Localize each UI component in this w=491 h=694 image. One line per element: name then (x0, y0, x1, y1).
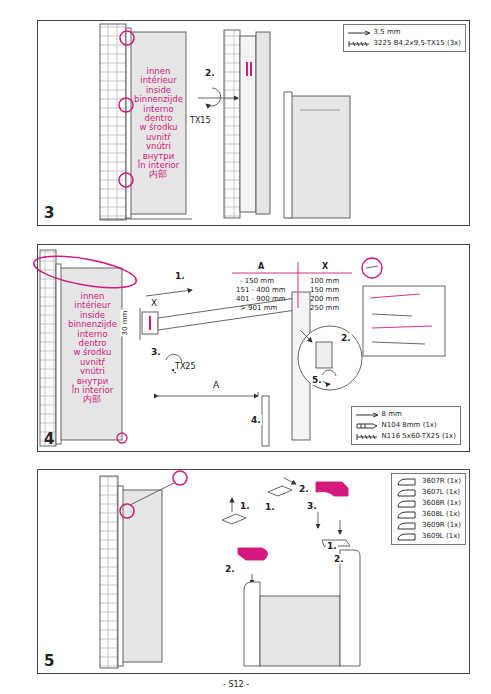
part-row: N116 5x60-TX25 (1x) (355, 431, 456, 442)
inside-text: intérieur (68, 301, 117, 310)
inside-text: În interior (68, 386, 117, 395)
inside-text: 内部 (68, 395, 117, 404)
inside-text: 内部 (134, 170, 183, 179)
part-row: 3607R (1x) (395, 476, 461, 487)
label: 100 mm (310, 276, 339, 286)
part-text: 8 mm (382, 409, 402, 420)
inside-text: intérieur (134, 76, 183, 85)
callout-number: 1. (239, 501, 251, 511)
part-row: 8 mm (355, 409, 456, 420)
part-row: 3608L (1x) (395, 509, 461, 520)
callout-number: 5. (311, 375, 323, 385)
callout-number: 2. (340, 333, 352, 343)
label: A (212, 380, 220, 390)
part-text: 3,5 mm (374, 27, 401, 38)
part-icon (395, 499, 419, 509)
part-icon (355, 421, 379, 431)
part-text: 3225 B4,2x9,5-TX15 (3x) (374, 38, 461, 49)
inside-text: w środku (68, 348, 117, 357)
callout-number: 1. (174, 271, 186, 281)
step-panel: 5 3607R (1x)3607L (1x)3608R (1x)3608L (1x… (37, 469, 470, 674)
inside-text: dentro (68, 339, 117, 348)
part-text: N116 5x60-TX25 (1x) (382, 431, 456, 442)
inside-text: În interior (134, 161, 183, 170)
callout-number: 2. (205, 68, 215, 78)
parts-list: 3,5 mm3225 B4,2x9,5-TX15 (3x) (343, 24, 466, 52)
part-text: 3608R (1x) (422, 498, 461, 509)
callout-number: 4. (250, 415, 262, 425)
part-icon (347, 39, 371, 49)
part-text: N104 8mm (1x) (382, 420, 437, 431)
inside-text: dentro (134, 114, 183, 123)
callout-number: 3. (306, 501, 318, 511)
part-icon (395, 510, 419, 520)
part-icon (347, 28, 371, 38)
parts-list: 3607R (1x)3607L (1x)3608R (1x)3608L (1x)… (391, 473, 466, 545)
part-icon (395, 477, 419, 487)
label: X (150, 298, 158, 308)
part-icon (355, 432, 379, 442)
callout-number: 2. (224, 564, 236, 574)
inside-text: inside (134, 86, 183, 95)
part-row: 3609L (1x) (395, 531, 461, 542)
inside-text: внутри (68, 377, 117, 386)
inside-text: vnútri (134, 142, 183, 151)
label: 150 mm (310, 285, 339, 295)
label: - 150 mm (240, 276, 274, 286)
part-row: 3225 B4,2x9,5-TX15 (3x) (347, 38, 461, 49)
inside-label: innenintérieurinsidebinnenzijdeinternode… (134, 67, 183, 180)
inside-text: uvnitř (68, 358, 117, 367)
label: 250 mm (310, 303, 339, 313)
label: 401 - 900 mm (236, 294, 286, 304)
label: TX15 (190, 116, 211, 126)
part-row: 3609R (1x) (395, 520, 461, 531)
part-text: 3609L (1x) (422, 531, 460, 542)
part-text: 3609R (1x) (422, 520, 461, 531)
label: > 901 mm (240, 303, 277, 313)
inside-text: uvnitř (134, 133, 183, 142)
part-text: 3608L (1x) (422, 509, 460, 520)
part-icon (355, 410, 379, 420)
inside-text: binnenzijde (134, 95, 183, 104)
part-icon (395, 521, 419, 531)
parts-list: 8 mmN104 8mm (1x)N116 5x60-TX25 (1x) (351, 406, 461, 445)
inside-text: w środku (134, 123, 183, 132)
part-text: 3607R (1x) (422, 476, 461, 487)
inside-text: inside (68, 311, 117, 320)
part-row: 3608R (1x) (395, 498, 461, 509)
label: A (258, 262, 264, 272)
label: X (322, 262, 328, 272)
step-panel: 3 innenintérieurinsidebinnenzijdeinternod… (37, 20, 470, 226)
inside-text: binnenzijde (68, 320, 117, 329)
callout-number: 3. (150, 347, 162, 357)
label: 200 mm (310, 294, 339, 304)
part-row: N104 8mm (1x) (355, 420, 456, 431)
step-number: 5 (44, 652, 54, 670)
inside-text: interno (134, 105, 183, 114)
inside-text: vnútri (68, 367, 117, 376)
inside-label: innenintérieurinsidebinnenzijdeinternode… (68, 292, 117, 405)
inside-text: interno (68, 330, 117, 339)
callout-number: 2. (298, 484, 310, 494)
part-icon (395, 532, 419, 542)
step-number: 4 (44, 430, 54, 448)
label: 30 mm (120, 310, 130, 337)
label: - S12 - (222, 680, 250, 690)
label: 151 - 400 mm (236, 285, 286, 295)
inside-text: innen (134, 67, 183, 76)
callout-number: 2. (333, 554, 345, 564)
part-row: 3607L (1x) (395, 487, 461, 498)
inside-text: внутри (134, 152, 183, 161)
callout-number: 1. (264, 502, 276, 512)
part-text: 3607L (1x) (422, 487, 460, 498)
part-row: 3,5 mm (347, 27, 461, 38)
callout-number: 1. (326, 541, 338, 551)
part-icon (395, 488, 419, 498)
label: TX25 (174, 362, 197, 372)
step-number: 3 (44, 204, 54, 222)
inside-text: innen (68, 292, 117, 301)
